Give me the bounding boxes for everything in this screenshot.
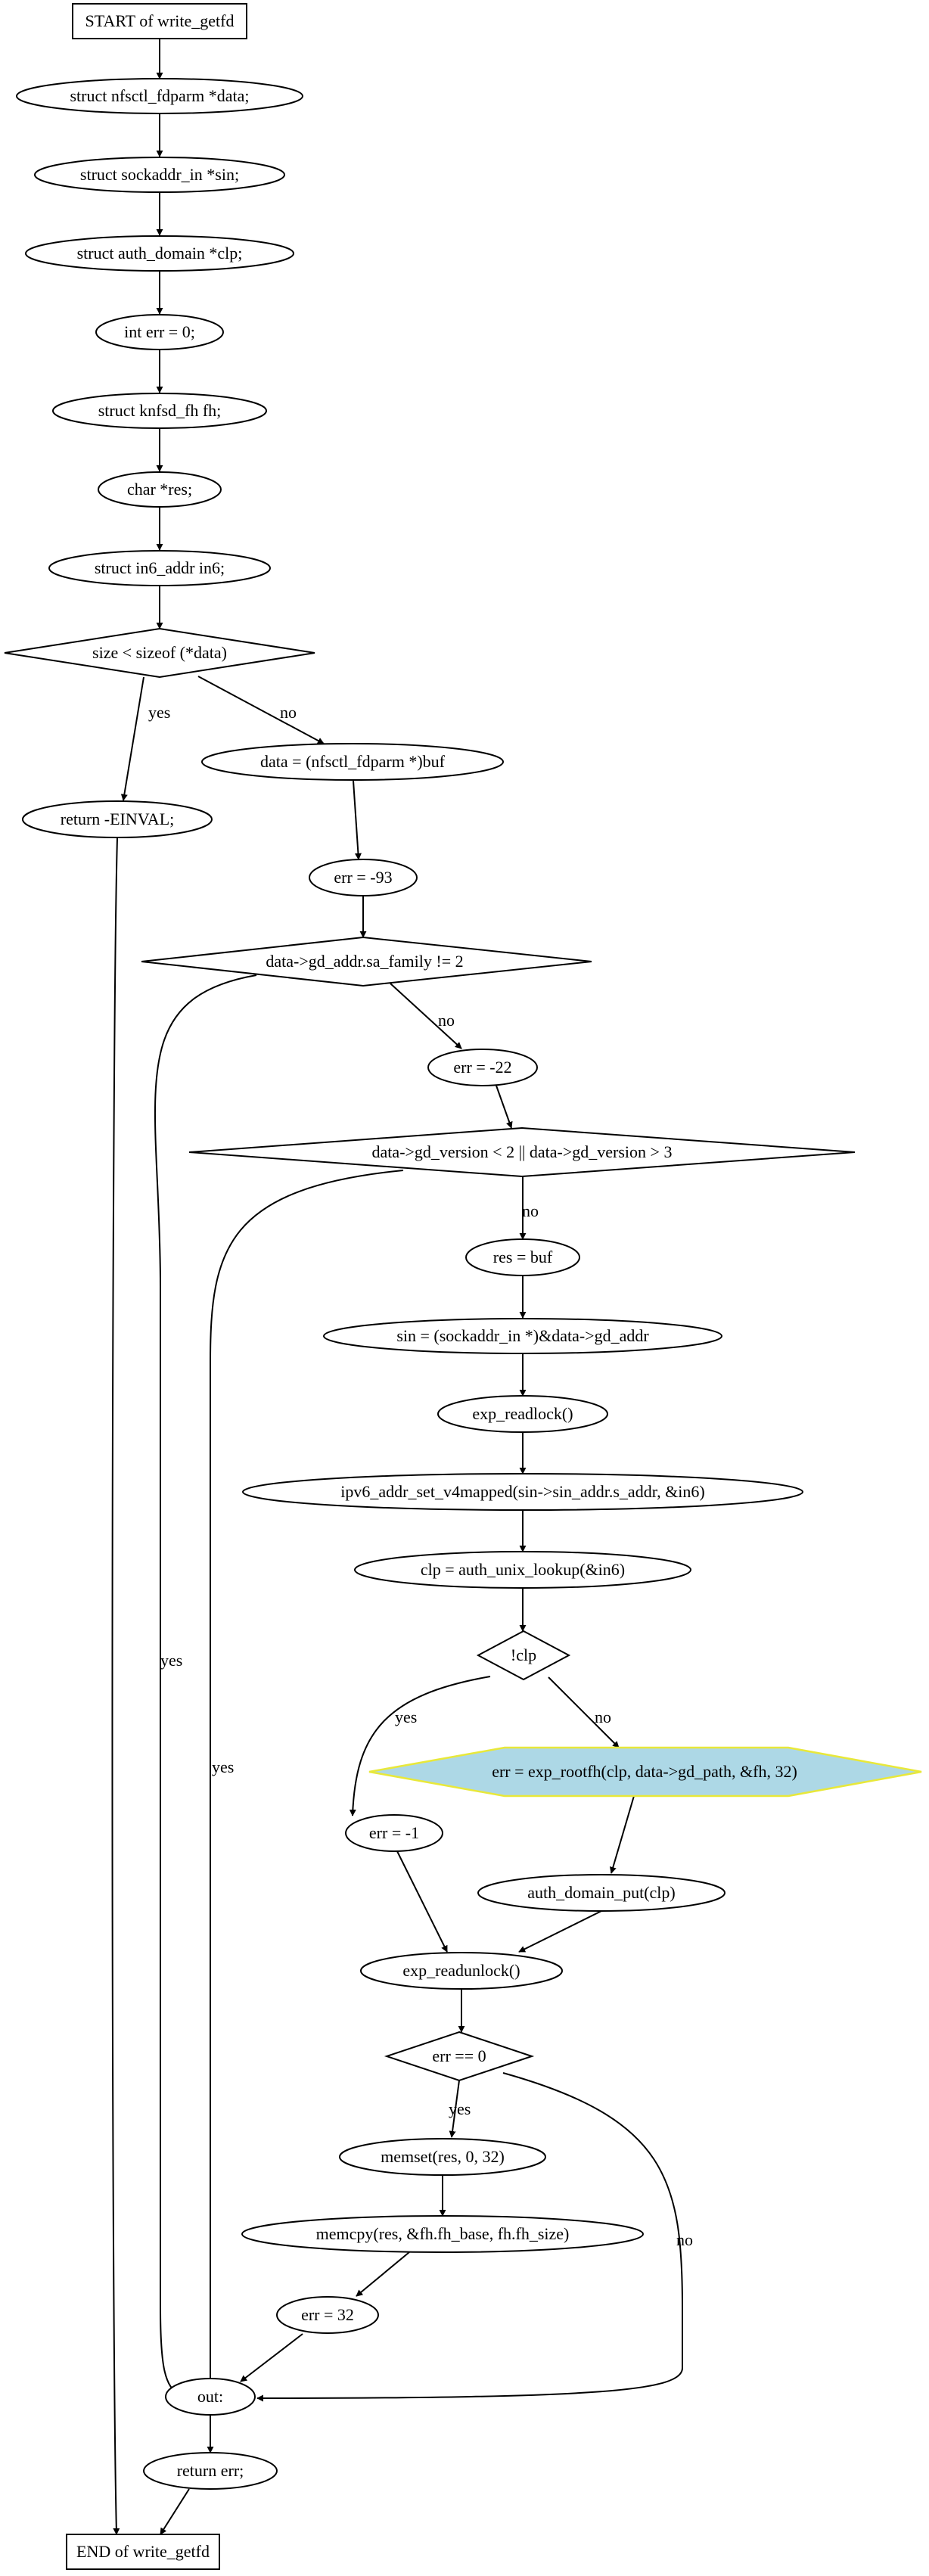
cond-family-label: data->gd_addr.sa_family != 2 [266, 952, 463, 971]
readlock-node: exp_readlock() [437, 1395, 608, 1433]
err32-node: err = 32 [276, 2296, 379, 2334]
rootfh-label: err = exp_rootfh(clp, data->gd_path, &fh… [492, 1762, 797, 1781]
cond-err0-label: err == 0 [432, 2046, 486, 2065]
end-node: END of write_getfd [66, 2534, 220, 2570]
edge-family-no [390, 983, 462, 1049]
decl-clp-node: struct auth_domain *clp; [25, 235, 294, 272]
err1-node: err = -1 [345, 1814, 443, 1852]
edges [111, 39, 683, 2535]
end-node-label: END of write_getfd [76, 2542, 210, 2561]
cond-version-label: data->gd_version < 2 || data->gd_version… [372, 1142, 673, 1161]
out-node: out: [165, 2378, 256, 2416]
res-buf-node: res = buf [465, 1238, 580, 1276]
edge-memcpy-to-err32 [356, 2251, 410, 2297]
edge-label-version-yes: yes [212, 1757, 234, 1776]
ret-err-label: return err; [177, 2461, 244, 2480]
err93-node: err = -93 [309, 859, 418, 896]
readunlock-node: exp_readunlock() [360, 1952, 563, 1990]
cond-size-node: size < sizeof (*data) [4, 627, 315, 679]
err32-label: err = 32 [301, 2305, 354, 2324]
readunlock-label: exp_readunlock() [402, 1961, 520, 1980]
lookup-node: clp = auth_unix_lookup(&in6) [354, 1551, 691, 1589]
decl-data-label: struct nfsctl_fdparm *data; [70, 86, 249, 105]
memcpy-label: memcpy(res, &fh.fh_base, fh.fh_size) [316, 2224, 570, 2243]
memset-node: memset(res, 0, 32) [339, 2138, 546, 2176]
assign-data-node: data = (nfsctl_fdparm *)buf [201, 743, 504, 781]
assign-data-label: data = (nfsctl_fdparm *)buf [260, 752, 446, 771]
err93-label: err = -93 [334, 868, 392, 887]
cond-err0-node: err == 0 [384, 2031, 535, 2082]
decl-sin-node: struct sockaddr_in *sin; [34, 157, 285, 193]
cond-family-node: data->gd_addr.sa_family != 2 [141, 936, 592, 987]
err1-label: err = -1 [369, 1823, 419, 1842]
edge-label-clp-no: no [595, 1707, 611, 1726]
edge-assign-data-to-err93 [353, 780, 362, 860]
ret-einval-node: return -EINVAL; [22, 800, 213, 838]
edge-label-err0-yes: yes [449, 2099, 471, 2118]
edge-version-yes [207, 1170, 404, 2391]
decl-sin-label: struct sockaddr_in *sin; [80, 165, 239, 184]
memcpy-node: memcpy(res, &fh.fh_base, fh.fh_size) [241, 2215, 644, 2253]
readlock-label: exp_readlock() [472, 1404, 573, 1423]
decl-in6-node: struct in6_addr in6; [48, 550, 271, 586]
rootfh-node: err = exp_rootfh(clp, data->gd_path, &fh… [368, 1746, 922, 1798]
start-node: START of write_getfd [72, 3, 247, 39]
start-node-label: START of write_getfd [85, 11, 235, 30]
edge-ret-err-to-end [160, 2488, 190, 2535]
sin-assign-label: sin = (sockaddr_in *)&data->gd_addr [396, 1326, 649, 1345]
cond-clp-node: !clp [476, 1630, 571, 1681]
edge-err22-to-cond-version [496, 1085, 513, 1129]
decl-err-node: int err = 0; [95, 314, 224, 350]
decl-fh-node: struct knfsd_fh fh; [52, 393, 267, 429]
cond-version-node: data->gd_version < 2 || data->gd_version… [188, 1126, 856, 1178]
domain-put-node: auth_domain_put(clp) [477, 1874, 725, 1912]
edge-labels: yes no yes no yes no yes no yes no [148, 703, 693, 2249]
edge-clp-no [548, 1676, 620, 1748]
edge-label-err0-no: no [676, 2230, 693, 2249]
decl-in6-label: struct in6_addr in6; [95, 558, 225, 577]
edge-err0-yes [449, 2080, 460, 2138]
edge-einval-to-end [111, 837, 120, 2535]
memset-label: memset(res, 0, 32) [381, 2147, 505, 2166]
res-buf-label: res = buf [493, 1248, 553, 1266]
sin-assign-node: sin = (sockaddr_in *)&data->gd_addr [323, 1318, 722, 1354]
edge-rootfh-to-domain-put [609, 1795, 635, 1874]
edge-family-yes [154, 974, 257, 2396]
lookup-label: clp = auth_unix_lookup(&in6) [421, 1560, 625, 1579]
v4mapped-node: ipv6_addr_set_v4mapped(sin->sin_addr.s_a… [242, 1473, 803, 1511]
cond-clp-label: !clp [511, 1645, 536, 1664]
v4mapped-label: ipv6_addr_set_v4mapped(sin->sin_addr.s_a… [340, 1482, 704, 1501]
edge-label-version-no: no [522, 1201, 539, 1220]
edge-size-yes [120, 676, 144, 801]
edge-label-size-yes: yes [148, 703, 170, 722]
ret-err-node: return err; [143, 2452, 278, 2490]
decl-clp-label: struct auth_domain *clp; [77, 244, 243, 263]
edge-label-size-no: no [280, 703, 297, 722]
edge-err32-to-out [240, 2333, 303, 2382]
decl-res-node: char *res; [98, 471, 222, 508]
out-label: out: [197, 2387, 223, 2406]
decl-res-label: char *res; [127, 480, 192, 499]
edge-domain-put-to-readunlock [518, 1910, 602, 1953]
cond-size-label: size < sizeof (*data) [92, 643, 227, 662]
edge-label-clp-yes: yes [395, 1707, 417, 1726]
decl-fh-label: struct knfsd_fh fh; [98, 401, 222, 420]
edge-label-family-yes: yes [160, 1651, 182, 1670]
nodes: START of write_getfd struct nfsctl_fdpar… [4, 3, 922, 2570]
edge-err0-no [256, 2072, 683, 2402]
ret-einval-label: return -EINVAL; [61, 809, 175, 828]
edge-size-no [197, 676, 325, 744]
err22-label: err = -22 [453, 1058, 511, 1077]
decl-data-node: struct nfsctl_fdparm *data; [16, 78, 303, 114]
err22-node: err = -22 [427, 1049, 538, 1086]
decl-err-label: int err = 0; [124, 322, 195, 341]
edge-clp-yes [349, 1676, 491, 1816]
domain-put-label: auth_domain_put(clp) [527, 1883, 676, 1902]
edge-label-family-no: no [438, 1011, 455, 1030]
edge-err1-to-readunlock [396, 1850, 448, 1953]
